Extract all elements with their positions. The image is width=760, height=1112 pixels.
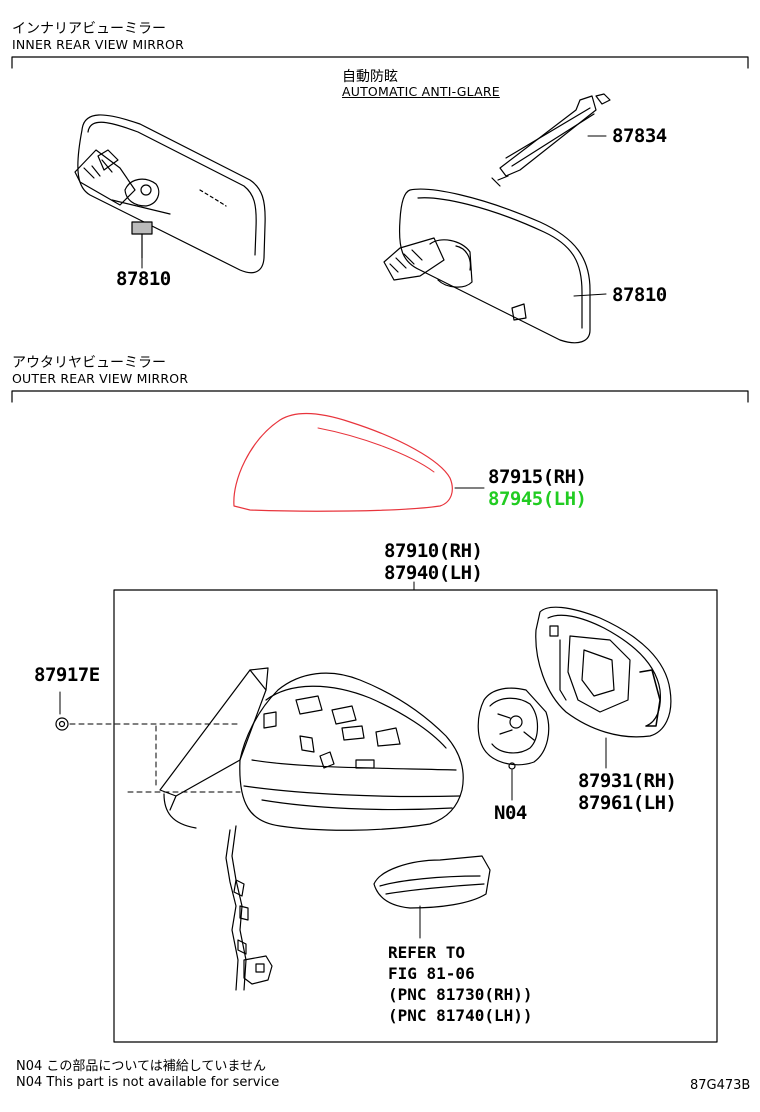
part-number-87917e[interactable]: 87917E (34, 664, 100, 686)
refer-line-2: FIG 81-06 (388, 964, 475, 983)
refer-text: REFER TO FIG 81-06 (PNC 81730(RH)) (PNC … (388, 942, 533, 1026)
note-en: N04 This part is not available for servi… (16, 1075, 280, 1090)
refer-line-4: (PNC 81740(LH)) (388, 1006, 533, 1025)
inner-mirror-left-drawing (74, 114, 266, 274)
inner-section-title-jp: インナリアビューミラー (12, 21, 166, 37)
part-number-87961-lh[interactable]: 87961(LH) (578, 792, 677, 814)
refer-line-3: (PNC 81730(RH)) (388, 985, 533, 1004)
note-jp: N04 この部品については補給していません (16, 1059, 266, 1074)
part-number-n04[interactable]: N04 (494, 802, 527, 824)
inner-section-title-en: INNER REAR VIEW MIRROR (12, 37, 184, 52)
outer-section-title-jp: アウタリヤビューミラー (12, 355, 166, 371)
inner-mirror-right-drawing (383, 188, 607, 344)
part-number-87810-left[interactable]: 87810 (116, 268, 171, 290)
part-87834-drawing (491, 93, 611, 187)
mirror-body-drawing (159, 667, 464, 991)
turn-signal-drawing (373, 855, 491, 939)
outer-section-bracket (11, 390, 749, 403)
part-number-87910-rh[interactable]: 87910(RH) (384, 540, 483, 562)
refer-line-1: REFER TO (388, 943, 466, 962)
assembly-87910-frame (113, 581, 718, 1043)
part-number-87915-rh[interactable]: 87915(RH) (488, 466, 587, 488)
part-87915-cover-drawing (233, 412, 485, 512)
part-number-87940-lh[interactable]: 87940(LH) (384, 562, 483, 584)
outer-section-title-en: OUTER REAR VIEW MIRROR (12, 371, 189, 386)
inner-section-bracket (11, 56, 749, 69)
part-number-87931-rh[interactable]: 87931(RH) (578, 770, 677, 792)
part-number-87834[interactable]: 87834 (612, 125, 667, 147)
figure-code: 87G473B (690, 1078, 751, 1093)
part-87917e-drawing (55, 691, 241, 793)
part-number-87945-lh[interactable]: 87945(LH) (488, 488, 587, 510)
part-number-87810-right[interactable]: 87810 (612, 284, 667, 306)
mirror-actuator-drawing (477, 687, 550, 801)
inner-variant-jp: 自動防眩 (342, 69, 398, 85)
inner-variant-en: AUTOMATIC ANTI-GLARE (342, 84, 500, 99)
mirror-glass-drawing (535, 606, 672, 769)
